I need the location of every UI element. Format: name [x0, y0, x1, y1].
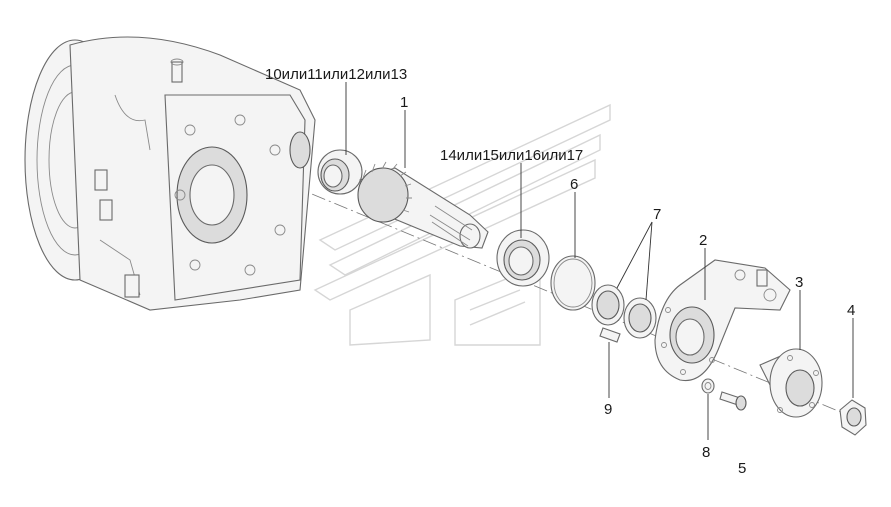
gearbox-housing — [24, 36, 316, 311]
bracket-flange-2 — [654, 259, 791, 382]
label-7: 7 — [653, 206, 661, 223]
flange-hub-3 — [759, 348, 823, 418]
label-10-13: 10или11или12или13 — [265, 66, 407, 83]
label-5: 5 — [738, 460, 746, 477]
snap-ring-6 — [550, 255, 596, 311]
leader-lines — [345, 82, 854, 440]
label-14-17: 14или15или16или17 — [440, 147, 583, 164]
label-1: 1 — [400, 94, 408, 111]
ring-7a — [591, 284, 625, 326]
label-6: 6 — [570, 176, 578, 193]
label-4: 4 — [847, 302, 855, 319]
pin-9 — [599, 327, 621, 343]
label-9: 9 — [604, 401, 612, 418]
washer-8 — [701, 378, 715, 394]
label-3: 3 — [795, 274, 803, 291]
watermark-logo — [313, 103, 611, 346]
label-8: 8 — [702, 444, 710, 461]
shaft-gear-1 — [357, 161, 489, 249]
bearing-14-17 — [496, 229, 550, 287]
ring-7b — [623, 297, 657, 339]
center-axis — [289, 184, 861, 421]
label-2: 2 — [699, 232, 707, 249]
seal-10-13 — [317, 149, 363, 195]
nut-4 — [839, 399, 867, 436]
bolt-5 — [719, 391, 747, 411]
